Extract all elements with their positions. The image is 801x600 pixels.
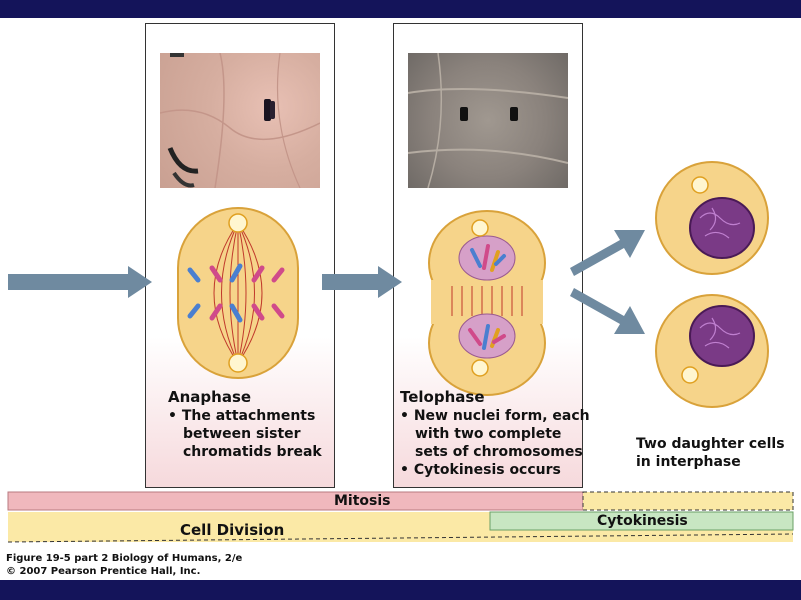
anaphase-cell: [177, 207, 299, 379]
telophase-description: • New nuclei form, each with two complet…: [400, 408, 590, 478]
daughter-cell-upper: [655, 161, 769, 275]
telophase-cell: [428, 210, 546, 396]
arrow-to-upper-daughter: [570, 230, 645, 276]
anaphase-description: • The attachments between sister chromat…: [168, 408, 322, 460]
telophase-micrograph: [407, 52, 569, 189]
figure-caption: Figure 19-5 part 2 Biology of Humans, 2/…: [6, 553, 243, 577]
anaphase-title: Anaphase: [168, 388, 252, 406]
telophase-title: Telophase: [400, 388, 485, 406]
mitosis-label: Mitosis: [334, 493, 391, 509]
arrow-into-telophase: [322, 266, 402, 298]
anaphase-micrograph: [159, 52, 321, 189]
arrow-into-anaphase: [8, 266, 152, 298]
cell-division-label: Cell Division: [180, 521, 285, 539]
cytokinesis-label: Cytokinesis: [597, 513, 688, 529]
cytokinesis-bar: [489, 511, 794, 531]
arrow-to-lower-daughter: [570, 288, 645, 334]
daughter-cells-caption: Two daughter cells in interphase: [636, 436, 785, 470]
diagram-drawing: [7, 161, 794, 543]
figure-canvas: Anaphase • The attachments between siste…: [0, 18, 801, 580]
daughter-cell-lower: [655, 294, 769, 408]
mitosis-bar: [7, 491, 794, 511]
